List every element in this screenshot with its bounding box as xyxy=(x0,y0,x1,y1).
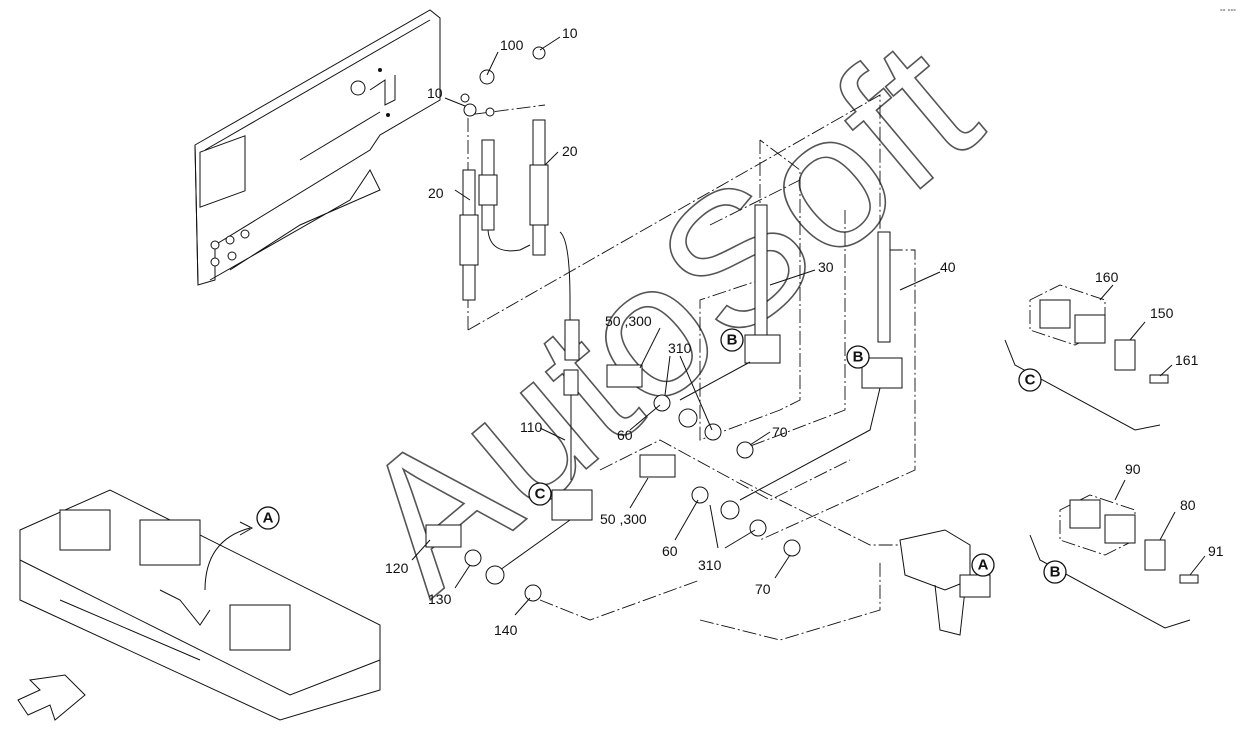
callout-labels: 10 100 10 20 20 30 40 50 ,300 310 60 110… xyxy=(385,25,1224,638)
callout-130: 130 xyxy=(428,591,452,607)
callout-120: 120 xyxy=(385,560,409,576)
ref-b-kit: B xyxy=(1043,560,1067,584)
callout-40: 40 xyxy=(940,259,956,275)
callout-150: 150 xyxy=(1150,305,1174,321)
ref-a-pump: A xyxy=(971,553,995,577)
ref-a-overview: A xyxy=(256,506,280,530)
clamp-kit-b xyxy=(1029,499,1199,629)
pump-unit xyxy=(899,529,991,636)
hose-fittings-top xyxy=(425,46,891,548)
callout-50-300-top: 50 ,300 xyxy=(605,313,652,329)
callout-70-top: 70 xyxy=(772,424,788,440)
leader-lines xyxy=(411,36,1206,616)
callout-10-top: 10 xyxy=(562,25,578,41)
ref-b-right-label: B xyxy=(853,349,864,366)
clamp-kit-c xyxy=(1004,299,1169,431)
corner-mark: °° °°° xyxy=(1220,8,1236,16)
ref-c-kit: C xyxy=(1018,368,1042,392)
callout-30: 30 xyxy=(818,259,834,275)
callout-310-top: 310 xyxy=(668,340,692,356)
callout-100: 100 xyxy=(500,37,524,53)
callout-140: 140 xyxy=(494,622,518,638)
callout-60-mid: 60 xyxy=(662,543,678,559)
callout-20-right: 20 xyxy=(562,143,578,159)
callout-20-left: 20 xyxy=(428,185,444,201)
callout-10-left: 10 xyxy=(427,85,443,101)
ref-c-kit-label: C xyxy=(1025,372,1036,389)
callout-110: 110 xyxy=(520,419,543,435)
ref-c-block: C xyxy=(528,482,552,506)
ref-b-kit-label: B xyxy=(1050,564,1061,581)
callout-50-300-mid: 50 ,300 xyxy=(600,511,647,527)
frame-plate xyxy=(194,9,441,286)
callout-60-top: 60 xyxy=(617,427,633,443)
callout-161: 161 xyxy=(1175,352,1199,368)
reference-markers: A A B B B C C xyxy=(256,328,1067,584)
ref-a-pump-label: A xyxy=(978,557,989,574)
paver-overview xyxy=(17,489,381,721)
ref-b-left-label: B xyxy=(727,332,738,349)
callout-310-mid: 310 xyxy=(698,557,722,573)
callout-90: 90 xyxy=(1125,461,1141,477)
ref-b-left: B xyxy=(720,328,744,352)
callout-80: 80 xyxy=(1180,497,1196,513)
ref-c-block-label: C xyxy=(535,486,546,503)
ref-b-right: B xyxy=(846,345,870,369)
callout-91: 91 xyxy=(1208,543,1224,559)
callout-70-mid: 70 xyxy=(755,581,771,597)
callout-160: 160 xyxy=(1095,269,1119,285)
ref-a-overview-label: A xyxy=(263,510,274,527)
